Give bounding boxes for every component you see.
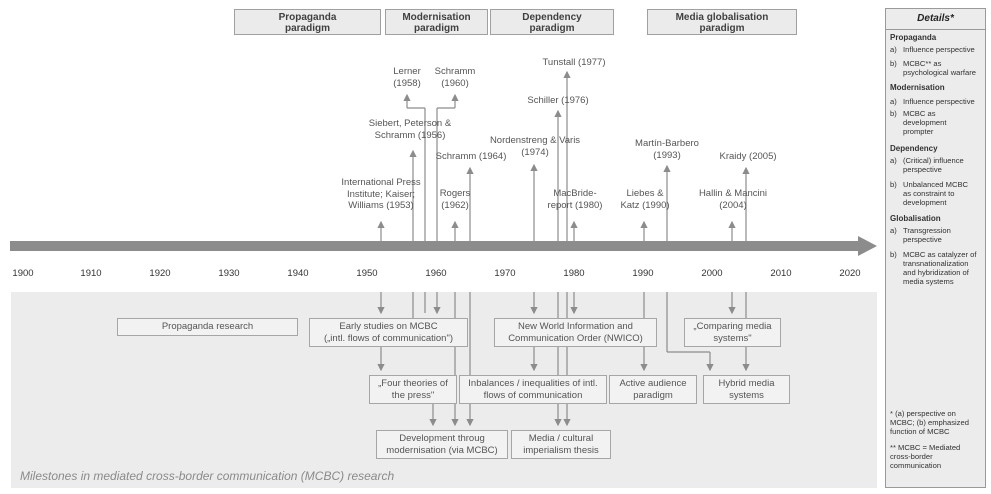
details-item-text: Unbalanced MCBC as constraint to develop…	[903, 180, 968, 207]
year-label: 1990	[632, 268, 654, 279]
box-four-theories: „Four theories of the press"	[369, 375, 457, 404]
details-item: b) MCBC as catalyzer of transnationalizat…	[890, 250, 983, 286]
details-title: Details*	[886, 9, 985, 30]
details-item-label: b)	[890, 59, 897, 68]
milestone-ipi: International Press Institute; Kaiser; W…	[341, 177, 421, 211]
milestone-hallin-mancini: Hallin & Mancini (2004)	[698, 188, 768, 211]
details-item-text: Influence perspective	[903, 97, 975, 106]
details-item: b) MCBC** as psychological warfare	[890, 59, 983, 77]
box-early-studies: Early studies on MCBC („intl. flows of c…	[309, 318, 468, 347]
details-heading-dependency: Dependency	[890, 144, 938, 153]
details-item-label: b)	[890, 180, 897, 189]
milestone-siebert: Siebert, Peterson & Schramm (1956)	[368, 118, 452, 141]
paradigm-globalisation: Media globalisation paradigm	[647, 9, 797, 35]
details-footnote-2: ** MCBC = Mediated cross-border communic…	[890, 443, 961, 470]
milestone-schramm-1964: Schramm (1964)	[435, 151, 507, 162]
details-item-label: a)	[890, 45, 897, 54]
year-label: 1970	[494, 268, 516, 279]
details-item: b) Unbalanced MCBC as constraint to devel…	[890, 180, 983, 207]
year-label: 1940	[287, 268, 309, 279]
details-item-label: a)	[890, 156, 897, 165]
milestone-kraidy: Kraidy (2005)	[719, 151, 777, 162]
year-label: 1930	[218, 268, 240, 279]
milestone-lerner: Lerner (1958)	[393, 66, 421, 89]
year-label: 2000	[701, 268, 723, 279]
details-heading-globalisation: Globalisation	[890, 214, 941, 223]
year-label: 1950	[356, 268, 378, 279]
details-item-label: b)	[890, 109, 897, 118]
details-item-text: MCBC** as psychological warfare	[903, 59, 977, 77]
milestone-liebes-katz: Liebes & Katz (1990)	[620, 188, 670, 211]
year-label: 1910	[80, 268, 102, 279]
details-item: b) MCBC as development prompter	[890, 109, 983, 136]
year-label: 2010	[770, 268, 792, 279]
details-item: a) Influence perspective	[890, 97, 983, 106]
details-panel: Details* Propaganda a) Influence perspect…	[885, 8, 986, 488]
box-propaganda-research: Propaganda research	[117, 318, 298, 336]
paradigm-propaganda: Propaganda paradigm	[234, 9, 381, 35]
details-item: a) Influence perspective	[890, 45, 983, 54]
year-label: 2020	[839, 268, 861, 279]
milestone-nordenstreng: Nordenstreng & Varis (1974)	[489, 135, 581, 158]
paradigm-dependency: Dependency paradigm	[490, 9, 614, 35]
details-item: a) (Critical) influence perspective	[890, 156, 983, 174]
details-item-text: Influence perspective	[903, 45, 975, 54]
milestone-tunstall: Tunstall (1977)	[542, 57, 606, 68]
year-label: 1920	[149, 268, 171, 279]
box-media-imperialism: Media / cultural imperialism thesis	[511, 430, 611, 459]
paradigm-modernisation: Modernisation paradigm	[385, 9, 488, 35]
details-heading-modernisation: Modernisation	[890, 83, 945, 92]
details-item-text: (Critical) influence perspective	[903, 156, 964, 174]
year-label: 1900	[12, 268, 34, 279]
details-item-text: MCBC as development prompter	[903, 109, 947, 136]
details-item-label: b)	[890, 250, 897, 259]
box-development: Development throug modernisation (via MC…	[376, 430, 508, 459]
box-hybrid-media: Hybrid media systems	[703, 375, 790, 404]
box-inbalances: Inbalances / inequalities of intl. flows…	[459, 375, 607, 404]
details-heading-propaganda: Propaganda	[890, 33, 937, 42]
details-item-label: a)	[890, 97, 897, 106]
year-label: 1980	[563, 268, 585, 279]
details-item-text: MCBC as catalyzer of transnationalizatio…	[903, 250, 977, 286]
details-item: a) Transgression perspective	[890, 226, 983, 244]
diagram-caption: Milestones in mediated cross-border comm…	[20, 469, 395, 483]
details-item-label: a)	[890, 226, 897, 235]
box-nwico: New World Information and Communication …	[494, 318, 657, 347]
timeline-arrow	[10, 236, 877, 256]
details-footnote-1: * (a) perspective on MCBC; (b) emphasize…	[890, 409, 969, 436]
milestone-rogers: Rogers (1962)	[439, 188, 471, 211]
box-active-audience: Active audience paradigm	[609, 375, 697, 404]
year-label: 1960	[425, 268, 447, 279]
milestone-schiller: Schiller (1976)	[527, 95, 589, 106]
box-comparing-media: „Comparing media systems"	[684, 318, 781, 347]
milestone-schramm-1960: Schramm (1960)	[434, 66, 476, 89]
milestone-martin-barbero: Martín-Barbero (1993)	[635, 138, 699, 161]
details-item-text: Transgression perspective	[903, 226, 951, 244]
milestone-macbride: MacBride- report (1980)	[547, 188, 603, 211]
